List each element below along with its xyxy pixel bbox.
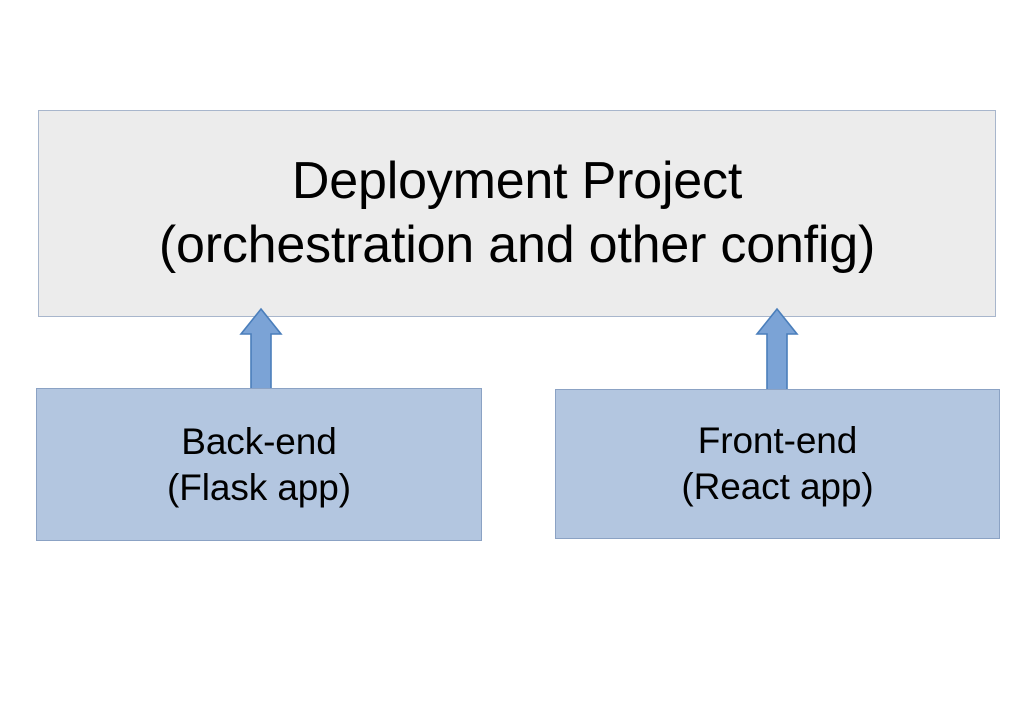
node-back-end-line1: Back-end bbox=[181, 420, 337, 462]
node-back-end-line2: (Flask app) bbox=[167, 466, 351, 508]
arrow-up-shape bbox=[755, 307, 799, 392]
arrow-up-icon-front-end bbox=[755, 307, 799, 392]
node-back-end[interactable]: Back-end (Flask app) bbox=[36, 388, 482, 541]
node-front-end[interactable]: Front-end (React app) bbox=[555, 389, 1000, 539]
arrow-up-shape bbox=[239, 307, 283, 392]
node-front-end-line2: (React app) bbox=[681, 466, 874, 507]
node-front-end-line1: Front-end bbox=[697, 420, 858, 462]
node-deployment-project-line1: Deployment Project bbox=[291, 152, 743, 211]
node-deployment-project[interactable]: Deployment Project (orchestration and ot… bbox=[38, 110, 996, 317]
node-deployment-project-line2: (orchestration and other config) bbox=[158, 215, 876, 274]
arrow-up-icon-back-end bbox=[239, 307, 283, 392]
